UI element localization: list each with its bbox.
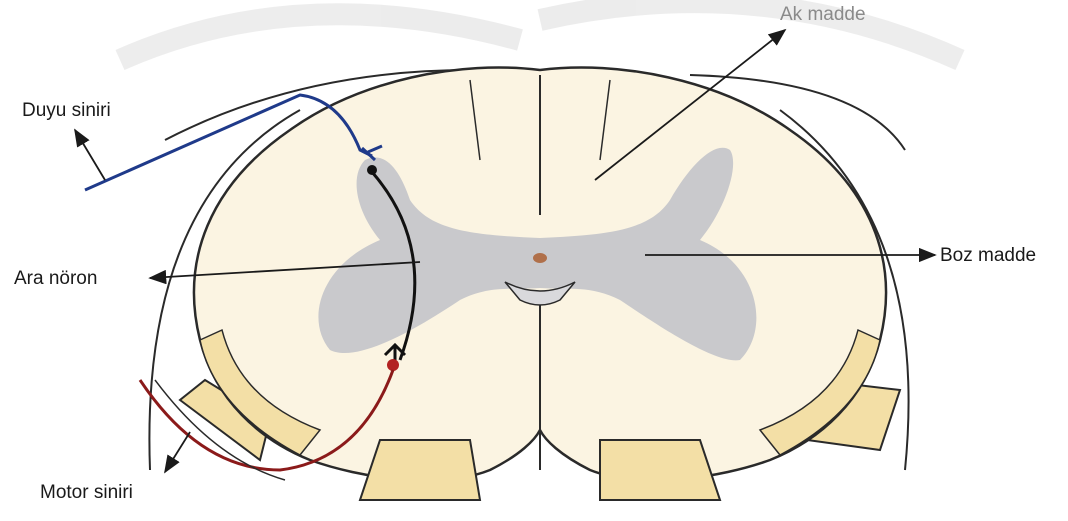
ventral-root-right bbox=[600, 440, 720, 500]
motor-neuron-soma bbox=[387, 359, 399, 371]
central-canal bbox=[533, 253, 547, 263]
label-boz-madde: Boz madde bbox=[940, 245, 1036, 267]
arrow-duyu-siniri bbox=[75, 130, 105, 180]
label-motor-siniri: Motor siniri bbox=[40, 482, 133, 504]
label-ak-madde: Ak madde bbox=[780, 4, 866, 26]
interneuron-soma-top bbox=[367, 165, 377, 175]
label-ara-noron: Ara nöron bbox=[14, 268, 97, 290]
ventral-root-left bbox=[360, 440, 480, 500]
label-duyu-siniri: Duyu siniri bbox=[22, 100, 111, 122]
arrow-motor-siniri bbox=[165, 432, 190, 472]
